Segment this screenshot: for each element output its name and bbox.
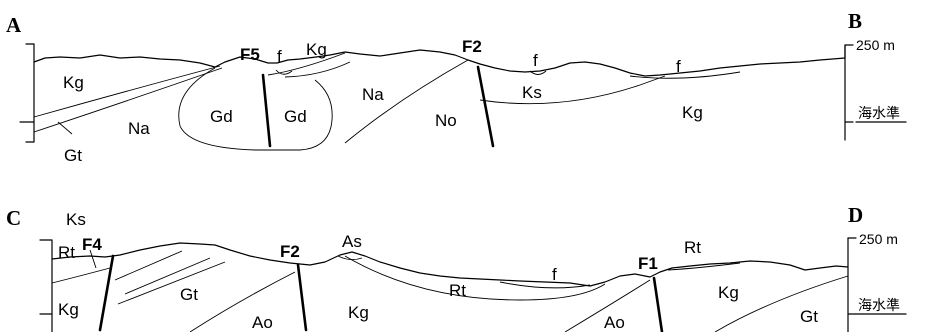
unit-gd-right: Gd: [284, 107, 307, 126]
section-cd-f-lens: [499, 281, 591, 289]
unit-gt-center: Gt: [180, 285, 198, 304]
fault-f2-line-ab: [476, 65, 495, 148]
section-cd-gt-hatch-2: [124, 257, 211, 295]
section-ab-end-left-label: A: [6, 13, 22, 37]
unit-kg-left: Kg: [63, 73, 84, 92]
section-ab-scale-label: 250 m: [856, 37, 895, 53]
section-cd-end-left-label: C: [6, 206, 21, 230]
section-cd-sea-level-label: 海水準: [858, 298, 900, 314]
section-ab-sea-level-label: 海水準: [858, 106, 900, 122]
section-cd-ks-leader: [89, 249, 97, 269]
unit-ao-left: Ao: [252, 313, 273, 332]
section-cd-gt-hatch-1: [114, 250, 183, 281]
unit-kg-right-cd: Kg: [718, 283, 739, 302]
section-ab-kg-lens-base: [284, 61, 351, 78]
fault-f1-label: F1: [638, 254, 658, 273]
fault-f5-line: [261, 73, 272, 148]
section-ab-na-no-boundary: [344, 59, 469, 144]
unit-kg-top: Kg: [306, 40, 327, 59]
unit-ks-cd: Ks: [66, 210, 86, 229]
section-cd-as-pocket: [337, 255, 363, 261]
section-cd-topography: [51, 242, 849, 287]
section-cd-ao-boundary-right: [564, 279, 651, 332]
section-ab-gt-layer-top: [33, 67, 223, 133]
unit-ks: Ks: [522, 83, 542, 102]
section-ab-scale-bar: [844, 44, 854, 59]
fault-f1-line: [652, 276, 664, 332]
section-cd-rt-base-center: [344, 255, 606, 301]
section-ab-end-right-label: B: [848, 9, 862, 33]
section-ab-ks-lens: [479, 75, 666, 105]
section-ab-gd-intrusion: [178, 67, 333, 151]
unit-f-1: f: [277, 47, 282, 66]
section-ab-left-edge: [25, 43, 35, 143]
unit-ao-right: Ao: [604, 313, 625, 332]
section-ab-kg-na-boundary: [33, 65, 221, 118]
section-ab-topography: [33, 49, 846, 77]
section-cd-gt-hatch-3: [117, 261, 226, 305]
unit-kg-right: Kg: [682, 103, 703, 122]
unit-rt-right: Rt: [684, 238, 701, 257]
unit-as: As: [342, 232, 362, 251]
section-ab-f-valley-fill: [629, 71, 741, 79]
fault-f4-label: F4: [82, 235, 102, 254]
unit-kg-left-cd: Kg: [58, 300, 79, 319]
section-ab-f-pod-1: [275, 69, 293, 75]
fault-f2-line-cd: [296, 263, 308, 332]
section-cd-left-edge: [39, 239, 53, 332]
section-ab-kg-lens-top: [267, 52, 346, 76]
section-cd-scale-label: 250 m: [859, 231, 898, 247]
section-ab: A B F5 F2 Kg Kg Kg Na Na Gd Gd No Ks Gt …: [6, 9, 907, 165]
unit-gt-right: Gt: [800, 307, 818, 326]
unit-f-cd: f: [552, 265, 557, 284]
unit-rt-center: Rt: [449, 281, 466, 300]
fault-f5-label: F5: [240, 45, 260, 64]
unit-na-center: Na: [362, 85, 384, 104]
section-ab-f-pod-2: [529, 70, 547, 75]
unit-f-3: f: [676, 57, 681, 76]
section-cd-gt-ao-boundary: [189, 271, 296, 332]
section-cd-rt-base-left: [51, 267, 111, 284]
section-cd-rt-lens-right: [667, 262, 741, 271]
unit-gt: Gt: [64, 146, 82, 165]
fault-f2-label-ab: F2: [462, 37, 482, 56]
section-ab-gt-leader: [57, 121, 73, 135]
unit-no: No: [435, 111, 457, 130]
fault-f4-line: [98, 254, 115, 332]
section-cd-kg-gt-boundary-right: [714, 275, 849, 332]
fault-f2-label-cd: F2: [280, 242, 300, 261]
unit-f-2: f: [533, 51, 538, 70]
unit-rt-left: Rt: [58, 243, 75, 262]
unit-kg-center: Kg: [348, 303, 369, 322]
section-cd: C D F4 F2 F1 Ks Rt Kg Gt Ao As Kg Rt f A…: [6, 203, 907, 332]
section-cd-end-right-label: D: [848, 203, 863, 227]
unit-na-left: Na: [128, 119, 150, 138]
unit-gd-left: Gd: [210, 107, 233, 126]
